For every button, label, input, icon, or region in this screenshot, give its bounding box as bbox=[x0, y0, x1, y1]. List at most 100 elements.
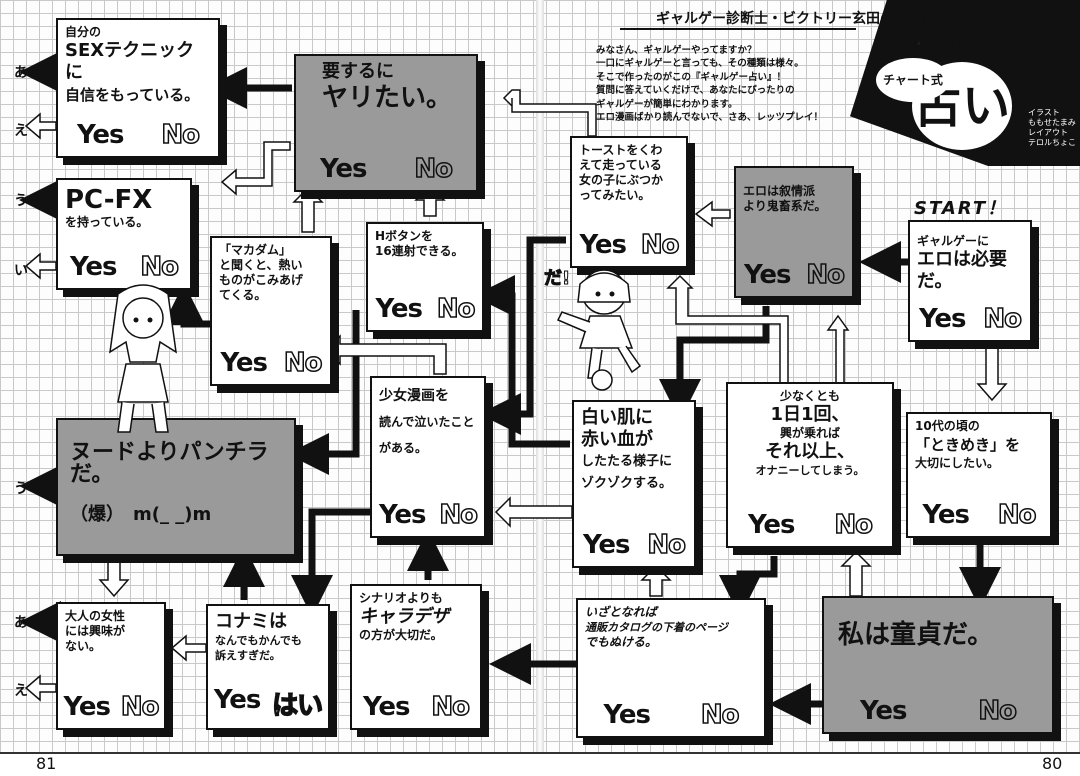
credit-line: テロルちょこ bbox=[1028, 138, 1076, 147]
hollow-arrow-shiroi-to-shoujo bbox=[494, 496, 573, 528]
credit-line: ももせたまみ bbox=[1028, 118, 1076, 127]
result-a-text: あ bbox=[14, 615, 28, 631]
no-label: No bbox=[647, 529, 687, 561]
result-u-text: う bbox=[14, 193, 28, 209]
hollow-arrow-sex-to-e bbox=[24, 112, 57, 140]
q-line: それ以上、 bbox=[765, 441, 855, 462]
intro-line: 質問に答えていくだけで、あなたにぴったりの bbox=[596, 85, 795, 97]
result-a-text: あ bbox=[14, 65, 28, 81]
yes-label: Yes bbox=[378, 500, 427, 530]
q-line: を持っている。 bbox=[65, 215, 149, 229]
no-label: No bbox=[640, 229, 680, 261]
yes-label: Yes bbox=[922, 500, 970, 530]
yes-label: Yes bbox=[213, 685, 262, 715]
yes-label: Yes bbox=[603, 700, 651, 730]
page-number-right: 80 bbox=[1042, 754, 1063, 773]
series-title: ギャルゲー診断士・ビクトリー玄田の bbox=[656, 11, 894, 27]
q-line: ヤリたい。 bbox=[322, 83, 453, 113]
q-line: より鬼畜系だ。 bbox=[743, 199, 827, 213]
q-line: 少なくとも bbox=[779, 389, 840, 403]
result-label-u: う bbox=[14, 190, 28, 210]
no-label: No bbox=[161, 119, 201, 151]
hollow-arrow-yaritai-to-pcfx bbox=[220, 141, 291, 196]
yes-label: Yes bbox=[747, 510, 796, 540]
q-line: キャラデザ bbox=[359, 606, 449, 627]
q-line: オナニーしてしまう。 bbox=[755, 464, 865, 477]
logo-credits: イラスト ももせたまみ レイアウト テロルちょこ bbox=[1028, 108, 1076, 148]
q-line: 1日1回、 bbox=[770, 404, 850, 425]
q-line: 大人の女性 bbox=[65, 609, 126, 623]
arrow-makadamu-to-pcfx bbox=[163, 283, 210, 328]
q-line: には興味が bbox=[65, 624, 126, 638]
q-line: てくる。 bbox=[219, 288, 267, 302]
result-label-i: い bbox=[14, 260, 28, 280]
q-line: 訴えすぎだ。 bbox=[215, 649, 281, 662]
q-line: の方が大切だ。 bbox=[359, 628, 443, 642]
page-footer bbox=[0, 752, 1080, 776]
hollow-arrow-tsuhan-to-shiroi bbox=[640, 564, 672, 597]
hollow-arrow-tokimeki-to-ichinichi bbox=[976, 337, 1008, 402]
header-rule bbox=[620, 28, 856, 30]
logo-chart-badge: チャート式 bbox=[876, 58, 950, 102]
hollow-arrow-konami-to-otona bbox=[170, 634, 207, 662]
q-line: トーストをくわ bbox=[579, 143, 663, 157]
yes-label: Yes bbox=[375, 294, 423, 324]
arrow-hbutton-to-nude bbox=[287, 310, 360, 475]
character-illustration-left bbox=[109, 284, 177, 433]
q-line: えて走っている bbox=[579, 158, 662, 172]
yes-label: Yes bbox=[362, 692, 411, 722]
no-label: No bbox=[983, 303, 1023, 335]
q-line: でもぬける。 bbox=[585, 635, 658, 649]
q-line: 女の子にぶつか bbox=[579, 173, 664, 187]
q-line: 通販カタログの下着のページ bbox=[585, 621, 728, 634]
q-line: と聞くと、熱い bbox=[219, 258, 303, 272]
q-line: がある。 bbox=[379, 441, 428, 455]
q-line: ない。 bbox=[65, 639, 102, 653]
q-line: 「マカダム」 bbox=[219, 243, 292, 257]
no-label: No bbox=[414, 153, 454, 185]
intro-line: エロ漫画ばかり読んでないで、さあ、レッツプレイ！ bbox=[596, 112, 824, 124]
q-line: 大切にしたい。 bbox=[915, 456, 1000, 470]
arrow-shiroi-to-hbutton bbox=[473, 275, 570, 448]
hollow-arrow-hbutton-to-yaritai bbox=[414, 184, 446, 217]
hollow-arrow-ichinichi-to-ero bbox=[666, 274, 789, 385]
no-label: No bbox=[834, 509, 874, 541]
hollow-arrow-nude-to-otona bbox=[98, 555, 130, 598]
q-line: なんでもかんでも bbox=[215, 634, 302, 647]
q-line: Hボタンを bbox=[375, 229, 434, 243]
result-e-text: え bbox=[14, 683, 28, 699]
no-label: No bbox=[806, 259, 846, 291]
hollow-arrow-pcfx-to-i bbox=[24, 252, 57, 280]
q-line: SEXテクニックに bbox=[65, 40, 195, 83]
q-line: エロは叙情派 bbox=[743, 184, 816, 198]
svg-text:だ!: だ! bbox=[544, 268, 570, 289]
no-label: No bbox=[140, 251, 180, 283]
no-label: No bbox=[120, 691, 160, 723]
q-line: シナリオよりも bbox=[359, 591, 443, 605]
page-gutter bbox=[536, 0, 544, 776]
yes-label: Yes bbox=[63, 692, 111, 722]
result-label-a: あ bbox=[14, 62, 28, 82]
hollow-arrow-ero-to-toast bbox=[694, 200, 731, 228]
yes-label: Yes bbox=[579, 230, 627, 260]
intro-text: みなさん、ギャルゲーやってますか？ 一口にギャルゲーと言っても、その種類は様々。… bbox=[596, 44, 846, 124]
no-label: No bbox=[978, 695, 1018, 727]
result-i-text: い bbox=[14, 263, 28, 279]
credit-line: イラスト bbox=[1028, 108, 1060, 117]
q-line: ヌードよりパンチラだ。 bbox=[70, 440, 269, 487]
character-illustration-right: だ! bbox=[544, 268, 642, 391]
credit-line: レイアウト bbox=[1028, 128, 1068, 137]
hollow-arrow-toast-to-yaritai bbox=[502, 89, 597, 137]
q-line: ゾクゾクする。 bbox=[581, 476, 673, 491]
